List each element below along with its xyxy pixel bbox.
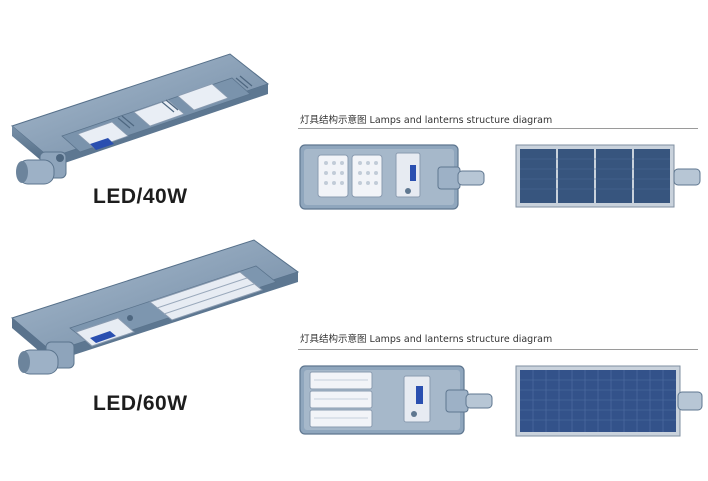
diagram-caption-60w: 灯具结构示意图 Lamps and lanterns structure dia…	[300, 334, 553, 345]
solar-panel-top-view-40w	[515, 144, 701, 208]
led-module-icon	[317, 154, 383, 198]
pole-adaptor-icon	[16, 151, 67, 185]
led-module-icon	[77, 83, 229, 149]
street-light-40w-image	[10, 53, 270, 185]
solar-panel-top-view-60w	[515, 365, 703, 437]
solar-cell-icon	[520, 149, 670, 203]
diagram-caption-40w: 灯具结构示意图 Lamps and lanterns structure dia…	[300, 115, 553, 126]
caption-divider	[298, 349, 698, 350]
lamp-bottom-view-40w	[299, 144, 485, 210]
pole-adaptor-icon	[18, 341, 75, 375]
street-light-60w-image	[10, 239, 300, 375]
led-module-icon	[148, 271, 264, 321]
caption-divider	[298, 128, 698, 129]
model-label-60w: LED/60W	[93, 392, 188, 415]
lamp-bottom-view-60w	[299, 365, 493, 435]
model-label-40w: LED/40W	[93, 185, 188, 208]
